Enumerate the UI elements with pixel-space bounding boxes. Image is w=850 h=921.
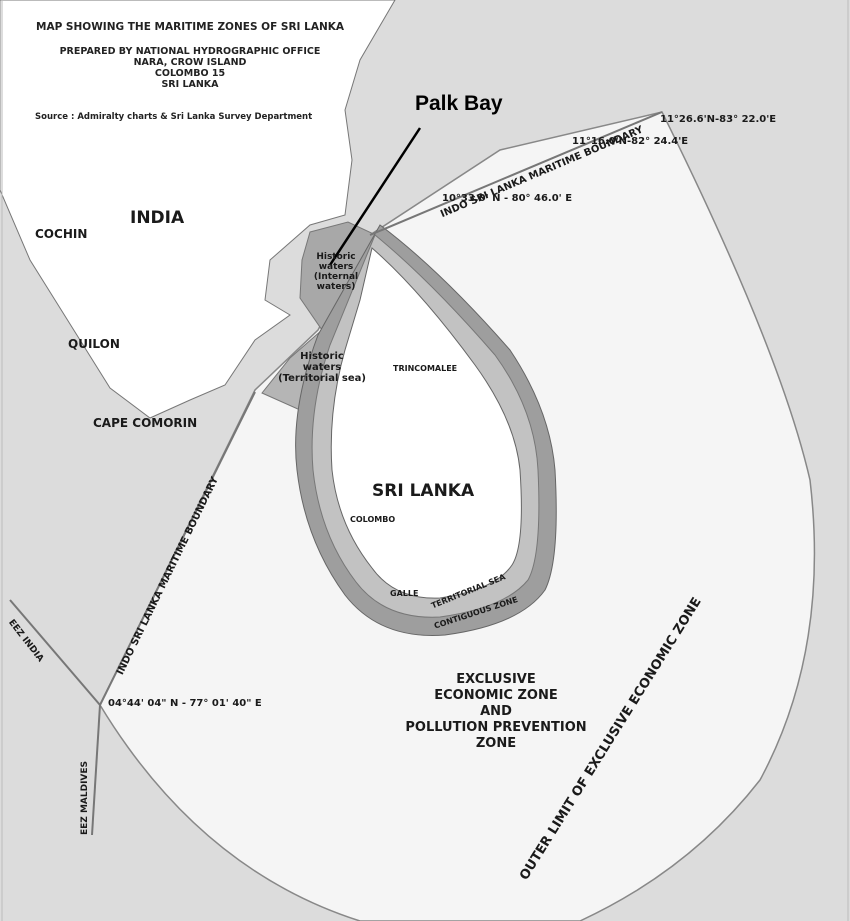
cochin-label: COCHIN — [35, 227, 88, 241]
eez-line-1: EXCLUSIVE — [456, 672, 536, 687]
historic-internal-line-4: waters) — [316, 282, 356, 292]
historic-territorial-line-2: waters — [302, 362, 342, 373]
coord-label-1: 11°26.6'N-83° 22.0'E — [660, 114, 777, 125]
historic-internal-label: Historic waters (Internal waters) — [308, 252, 364, 292]
address-line-2: COLOMBO 15 — [154, 68, 226, 79]
galle-label: GALLE — [390, 589, 419, 598]
coord-label-2: 11°16.0'N-82° 24.4'E — [572, 136, 689, 147]
india-landmass — [0, 0, 396, 419]
eez-india-line — [9, 599, 101, 706]
eez-label: EXCLUSIVE ECONOMIC ZONE AND POLLUTION PR… — [385, 672, 607, 752]
eez-maldives-line — [91, 704, 101, 836]
eez-line-5: ZONE — [475, 736, 517, 751]
map-title: MAP SHOWING THE MARITIME ZONES OF SRI LA… — [36, 21, 344, 33]
quilon-label: QUILON — [68, 337, 120, 351]
address-line-1: NARA, CROW ISLAND — [133, 57, 247, 68]
map-title-block: MAP SHOWING THE MARITIME ZONES OF SRI LA… — [0, 21, 380, 91]
palk-bay-label: Palk Bay — [415, 92, 503, 115]
coord-label-4: 04°44' 04" N - 77° 01' 40" E — [108, 698, 262, 709]
historic-internal-line-2: waters — [318, 262, 354, 272]
eez-maldives-label: EEZ MALDIVES — [80, 760, 90, 835]
eez-line-2: ECONOMIC ZONE — [434, 688, 558, 703]
trincomalee-label: TRINCOMALEE — [393, 364, 458, 373]
cape-comorin-label: CAPE COMORIN — [93, 416, 198, 430]
publisher-line: PREPARED BY NATIONAL HYDROGRAPHIC OFFICE — [59, 46, 321, 57]
address-line-3: SRI LANKA — [161, 79, 219, 90]
sri-lanka-landmass — [330, 247, 522, 599]
historic-internal-line-1: Historic — [316, 252, 356, 262]
historic-territorial-line-1: Historic — [300, 351, 344, 362]
historic-territorial-label: Historic waters (Territorial sea) — [266, 351, 378, 384]
north-boundary-line — [369, 111, 663, 236]
palk-bay-pointer — [328, 127, 422, 266]
sri-lanka-label: SRI LANKA — [372, 481, 475, 501]
india-label: INDIA — [130, 208, 185, 228]
colombo-label: COLOMBO — [350, 515, 396, 524]
historic-internal-line-3: (Internal — [313, 272, 359, 282]
west-boundary-line — [99, 391, 256, 706]
historic-territorial-line-3: (Territorial sea) — [278, 373, 366, 384]
eez-line-3: AND — [480, 704, 512, 719]
coord-label-3: 10°33.0' N - 80° 46.0' E — [442, 193, 573, 204]
source-note: Source : Admiralty charts & Sri Lanka Su… — [35, 112, 313, 122]
eez-line-4: POLLUTION PREVENTION — [405, 720, 587, 735]
